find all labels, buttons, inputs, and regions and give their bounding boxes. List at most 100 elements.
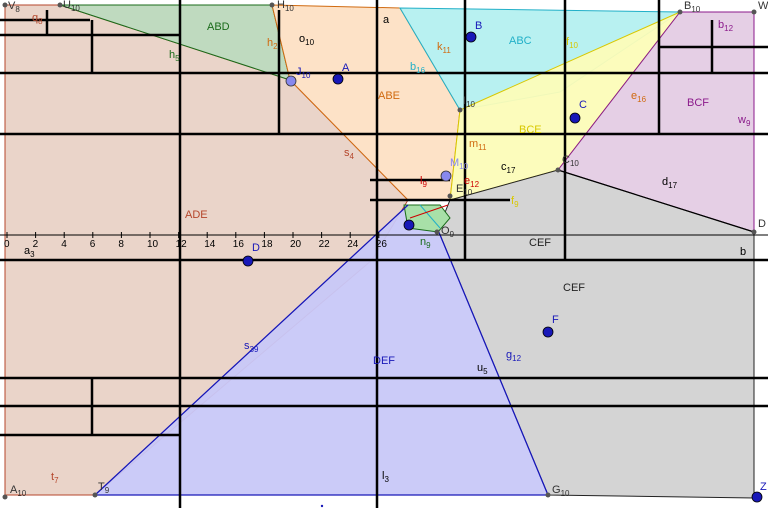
segment-label: h5 — [169, 49, 180, 63]
vertex-c10 — [555, 167, 561, 173]
vertex-a10 — [2, 494, 8, 500]
point-f-label: F — [552, 314, 559, 326]
segment-label: o10 — [299, 33, 315, 47]
region-label: BCE — [519, 124, 542, 136]
vertex-d-label: D — [758, 218, 766, 230]
segment-label: l3 — [382, 470, 389, 484]
x-tick-label: 20 — [290, 239, 302, 250]
x-tick-label: 18 — [261, 239, 273, 250]
point-d — [242, 255, 254, 267]
segment-label: t7 — [51, 471, 59, 485]
vertex-v8 — [2, 2, 8, 8]
segment-label: g12 — [506, 349, 522, 363]
segment-label: s39 — [244, 340, 259, 354]
point-j10-label: J10 — [296, 66, 311, 80]
boundary-line[interactable] — [557, 169, 755, 233]
x-tick-label: 0 — [4, 239, 10, 250]
point-e — [403, 219, 415, 231]
segment-label: b12 — [718, 19, 734, 33]
region-label: ADE — [185, 209, 208, 221]
point-d-label: D — [252, 242, 260, 254]
point-b — [465, 31, 477, 43]
x-tick-label: 24 — [347, 239, 359, 250]
segment-label: a — [383, 14, 390, 26]
point-m10 — [440, 170, 452, 182]
segment-label: b — [740, 246, 746, 258]
region-labels: ADE ABD ABE ABC BCE BCF CEF CEF DEF — [185, 21, 709, 367]
cluster-segment[interactable] — [409, 204, 449, 219]
segment-label: a3 — [24, 245, 35, 259]
segment-label: u5 — [477, 362, 488, 376]
x-tick-label: 2 — [33, 239, 39, 250]
vertex-h10 — [269, 2, 275, 8]
vertex-g10-label: G10 — [552, 484, 570, 498]
segment-label: s4 — [344, 147, 355, 161]
point-a — [332, 73, 344, 85]
vertex-t9 — [92, 492, 98, 498]
point-c — [569, 112, 581, 124]
segment-label: e12 — [464, 175, 480, 189]
x-tick-label: 12 — [176, 239, 188, 250]
points[interactable]: A B C D F Z J10 M10 — [242, 20, 767, 503]
vertex-o9-label: O9 — [441, 225, 455, 239]
vertex-e10-label: E10 — [456, 183, 473, 197]
x-tick-label: 22 — [319, 239, 331, 250]
vertex-a10-label: A10 — [10, 484, 27, 498]
region-label: CEF — [529, 237, 551, 249]
segment-label: c17 — [501, 161, 516, 175]
vertex-u10 — [57, 2, 63, 8]
point-b-label: B — [475, 20, 482, 32]
segment-label: n9 — [420, 236, 431, 250]
region-label: ABE — [378, 90, 400, 102]
boundary-line[interactable] — [94, 204, 409, 496]
vertex-i10-label: I10 — [463, 95, 476, 109]
vertex-v8-label: V8 — [8, 0, 20, 14]
vertex-d — [751, 229, 757, 235]
segment-label: m11 — [469, 138, 487, 152]
point-f — [542, 326, 554, 338]
vertex-b10 — [677, 9, 683, 15]
segment-label: b16 — [410, 61, 426, 75]
point-c-label: C — [579, 99, 587, 111]
region-label: ABC — [509, 35, 532, 47]
point-z-label: Z — [760, 481, 767, 493]
point-j10 — [285, 75, 297, 87]
segment-labels: a3 b a b12 w9 d17 c17 k11 b16 o10 h5 h2 … — [24, 12, 751, 485]
region-label: CEF — [563, 282, 585, 294]
region-label: BCF — [687, 97, 709, 109]
boundary-line[interactable] — [437, 229, 549, 496]
segment-label: d17 — [662, 176, 678, 190]
segment-label: f9 — [511, 195, 519, 209]
bottom-marker — [320, 504, 324, 508]
point-m10-label: M10 — [450, 157, 469, 171]
region-label: DEF — [373, 355, 395, 367]
segment-label: w9 — [737, 114, 751, 128]
segment-label: q8 — [32, 12, 43, 26]
vertex-u10-label: U10 — [63, 0, 80, 13]
vertex-i10 — [457, 107, 463, 113]
segment-label: h2 — [267, 37, 278, 51]
x-tick-label: 14 — [204, 239, 216, 250]
x-tick-label: 16 — [233, 239, 245, 250]
vertex-g10 — [545, 492, 551, 498]
region-label: ABD — [207, 21, 230, 33]
vertex-c10-label: C10 — [562, 154, 579, 168]
cluster-segment[interactable] — [419, 204, 441, 229]
vertex-e10 — [447, 193, 453, 199]
point-a-label: A — [342, 62, 350, 74]
segment-label: l9 — [420, 175, 427, 189]
point-z — [751, 491, 763, 503]
x-tick-label: 10 — [147, 239, 159, 250]
vertex-b10-label: B10 — [684, 0, 701, 14]
vertex-w — [751, 9, 757, 15]
vertex-o9 — [434, 229, 440, 235]
segment-label: k11 — [437, 41, 451, 55]
x-tick-label: 6 — [90, 239, 96, 250]
segment-label: f10 — [566, 36, 579, 50]
vertex-h10-label: H10 — [277, 0, 294, 13]
